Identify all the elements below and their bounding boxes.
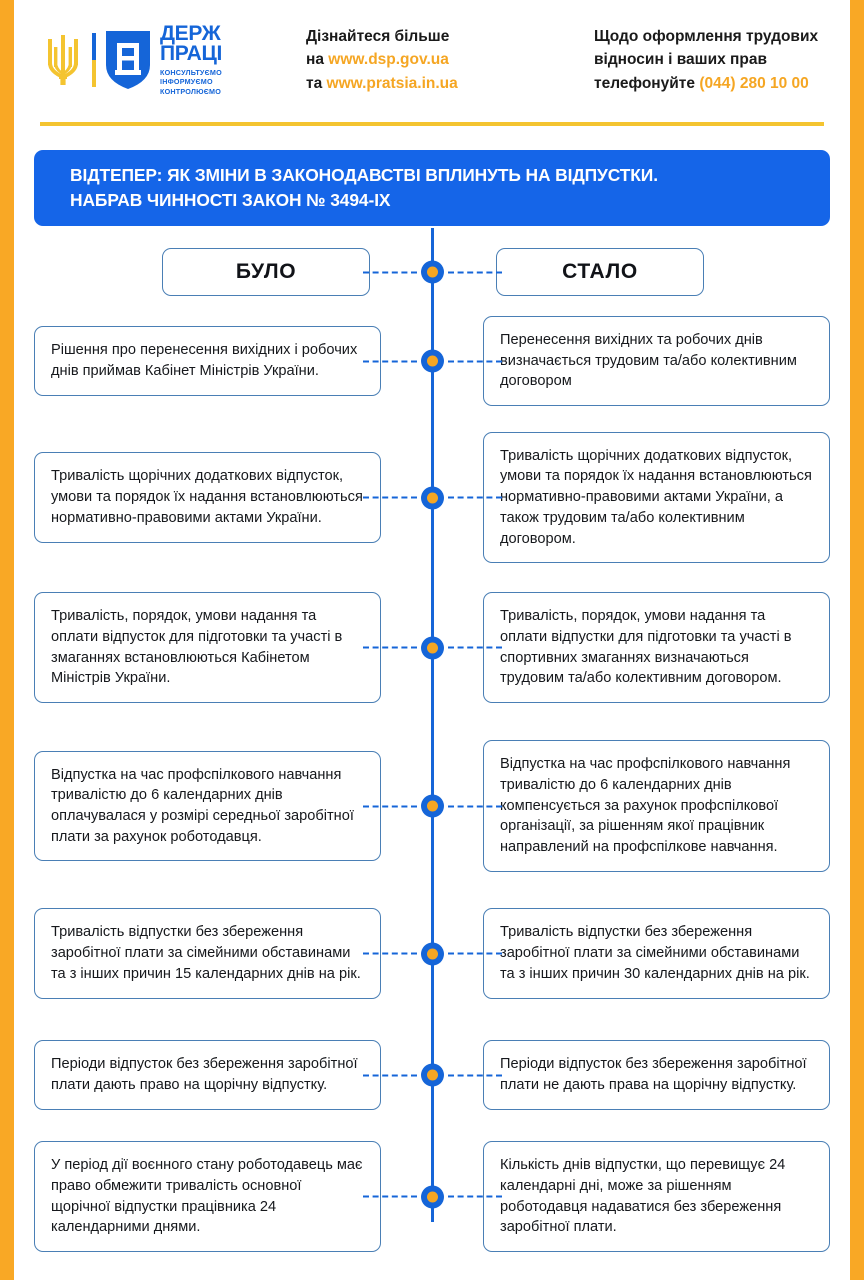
- column-header-before: БУЛО: [162, 248, 370, 296]
- before-cell: У період дії воєнного стану роботодавець…: [34, 1141, 381, 1252]
- timeline-node: [420, 1063, 444, 1087]
- timeline-node: [420, 486, 444, 509]
- comparison-row: Тривалість, порядок, умови надання та оп…: [14, 585, 850, 710]
- after-cell: Тривалість, порядок, умови надання та оп…: [483, 592, 830, 703]
- comparison-header-row: БУЛО СТАЛО: [14, 246, 850, 298]
- timeline-node-core: [426, 642, 438, 653]
- before-cell: Відпустка на час профспілкового навчання…: [34, 750, 381, 862]
- logo-sub-line3: КОНТРОЛЮЄМО: [160, 86, 222, 96]
- page-header: ДЕРЖ ПРАЦІ КОНСУЛЬТУЄМО ІНФОРМУЄМО КОНТР…: [14, 0, 850, 120]
- right-accent-rail: [850, 0, 864, 1280]
- timeline-node: [420, 1185, 444, 1208]
- header-info-line3-prefix: та: [306, 74, 327, 92]
- timeline-node-core: [426, 1191, 438, 1202]
- timeline-node-core: [426, 266, 438, 278]
- comparison-row: Відпустка на час профспілкового навчання…: [14, 732, 850, 880]
- timeline-node-core: [426, 492, 438, 503]
- page-title-line1: ВІДТЕПЕР: ЯК ЗМІНИ В ЗАКОНОДАВСТВІ ВПЛИН…: [70, 165, 658, 186]
- logo-divider: [92, 33, 96, 87]
- after-cell: Тривалість відпустки без збереження заро…: [483, 908, 830, 999]
- after-cell: Кількість днів відпустки, що перевищує 2…: [483, 1141, 830, 1252]
- derzhpratsi-logo: ДЕРЖ ПРАЦІ КОНСУЛЬТУЄМО ІНФОРМУЄМО КОНТР…: [42, 21, 270, 97]
- hotline-phone-number[interactable]: (044) 280 10 00: [699, 74, 809, 92]
- before-cell: Тривалість, порядок, умови надання та оп…: [34, 592, 381, 703]
- header-contact-line2: відносин і ваших прав: [594, 51, 768, 69]
- column-header-after: СТАЛО: [496, 248, 704, 296]
- header-contact-block: Щодо оформлення трудових відносин і ваши…: [594, 25, 828, 95]
- logo-sub-line2: ІНФОРМУЄМО: [160, 77, 213, 87]
- header-contact-line3: телефонуйте (044) 280 10 00: [594, 72, 828, 95]
- header-info-line2: на www.dsp.gov.ua: [306, 48, 574, 71]
- timeline-connector: [14, 260, 850, 284]
- after-cell: Тривалість щорічних додаткових відпусток…: [483, 431, 830, 564]
- page-title-banner: ВІДТЕПЕР: ЯК ЗМІНИ В ЗАКОНОДАВСТВІ ВПЛИН…: [34, 150, 830, 226]
- header-divider: [40, 122, 824, 126]
- header-contact-line1: Щодо оформлення трудових: [594, 28, 819, 46]
- connector-dash-left: [362, 271, 417, 273]
- timeline-node: [420, 260, 444, 284]
- pratsia-website-link[interactable]: www.pratsia.in.ua: [326, 74, 458, 92]
- before-cell: Тривалість відпустки без збереження заро…: [34, 908, 381, 999]
- before-cell: Періоди відпусток без збереження заробіт…: [34, 1040, 381, 1110]
- timeline-node: [420, 349, 444, 373]
- timeline-spine: [431, 228, 434, 1222]
- connector-dash-right: [447, 271, 502, 273]
- page-title-line2: НАБРАВ ЧИННОСТІ ЗАКОН № 3494-IX: [70, 190, 391, 210]
- logo-wordmark: ДЕРЖ ПРАЦІ КОНСУЛЬТУЄМО ІНФОРМУЄМО КОНТР…: [160, 21, 223, 97]
- timeline-node-core: [426, 948, 438, 959]
- after-cell: Перенесення вихідних та робочих днів виз…: [483, 315, 830, 407]
- timeline-node: [420, 636, 444, 659]
- header-info-block: Дізнайтеся більше на www.dsp.gov.ua та w…: [306, 25, 574, 95]
- timeline-node-core: [426, 355, 438, 367]
- comparison-grid: БУЛО СТАЛО Рішення про перенесення вихід…: [14, 228, 850, 1262]
- timeline-node: [420, 794, 444, 818]
- logo-sub-line1: КОНСУЛЬТУЄМО: [160, 67, 222, 77]
- comparison-row: У період дії воєнного стану роботодавець…: [14, 1139, 850, 1254]
- before-cell: Тривалість щорічних додаткових відпусток…: [34, 452, 381, 543]
- header-info-line3: та www.pratsia.in.ua: [306, 72, 574, 95]
- header-info-line1: Дізнайтеся більше: [306, 28, 450, 46]
- after-cell: Відпустка на час профспілкового навчання…: [483, 740, 830, 872]
- comparison-row: Рішення про перенесення вихідних і робоч…: [14, 314, 850, 408]
- header-info-line2-prefix: на: [306, 51, 329, 69]
- timeline-node: [420, 942, 444, 965]
- header-contact-line3-prefix: телефонуйте: [594, 74, 700, 92]
- ukraine-trident-icon: [42, 29, 84, 91]
- after-cell: Періоди відпусток без збереження заробіт…: [483, 1040, 830, 1110]
- logo-main-line2: ПРАЦІ: [160, 42, 223, 66]
- comparison-row: Періоди відпусток без збереження заробіт…: [14, 1028, 850, 1122]
- dsp-website-link[interactable]: www.dsp.gov.ua: [328, 51, 449, 69]
- left-accent-rail: [0, 0, 14, 1280]
- comparison-row: Тривалість відпустки без збереження заро…: [14, 896, 850, 1011]
- timeline-node-core: [426, 1069, 438, 1081]
- logo-main-line1: ДЕРЖ: [160, 21, 221, 45]
- derzhpratsi-shield-icon: [104, 29, 152, 91]
- timeline-node-core: [426, 800, 438, 812]
- comparison-row: Тривалість щорічних додаткових відпусток…: [14, 425, 850, 570]
- before-cell: Рішення про перенесення вихідних і робоч…: [34, 326, 381, 396]
